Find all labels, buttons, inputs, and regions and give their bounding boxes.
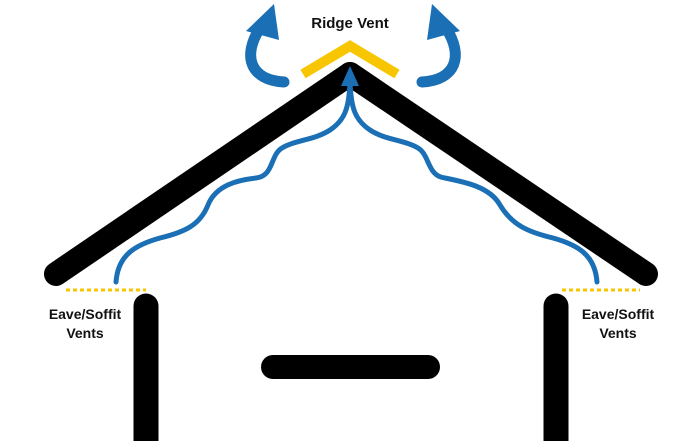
exhaust-arrow-right-icon [416, 4, 461, 88]
airflow-right-path [347, 79, 600, 285]
eave-right-label-line2: Vents [599, 325, 637, 341]
ridge-vent-cap [300, 40, 400, 79]
roof-left-slope [44, 62, 362, 286]
roof-right-slope [338, 62, 658, 286]
ridge-vent-label: Ridge Vent [311, 15, 389, 32]
eave-left-label-line2: Vents [66, 325, 104, 341]
eave-right-label-line1: Eave/Soffit [581, 306, 655, 322]
eave-soffit-vents-right-label: Eave/Soffit Vents [563, 305, 673, 343]
eave-left-label-line1: Eave/Soffit [48, 306, 122, 322]
exhaust-arrow-left-icon [245, 4, 290, 88]
eave-soffit-vents-left-label: Eave/Soffit Vents [30, 305, 140, 343]
airflow-left-path [113, 79, 353, 285]
airflow-arrowhead-icon [341, 66, 359, 86]
